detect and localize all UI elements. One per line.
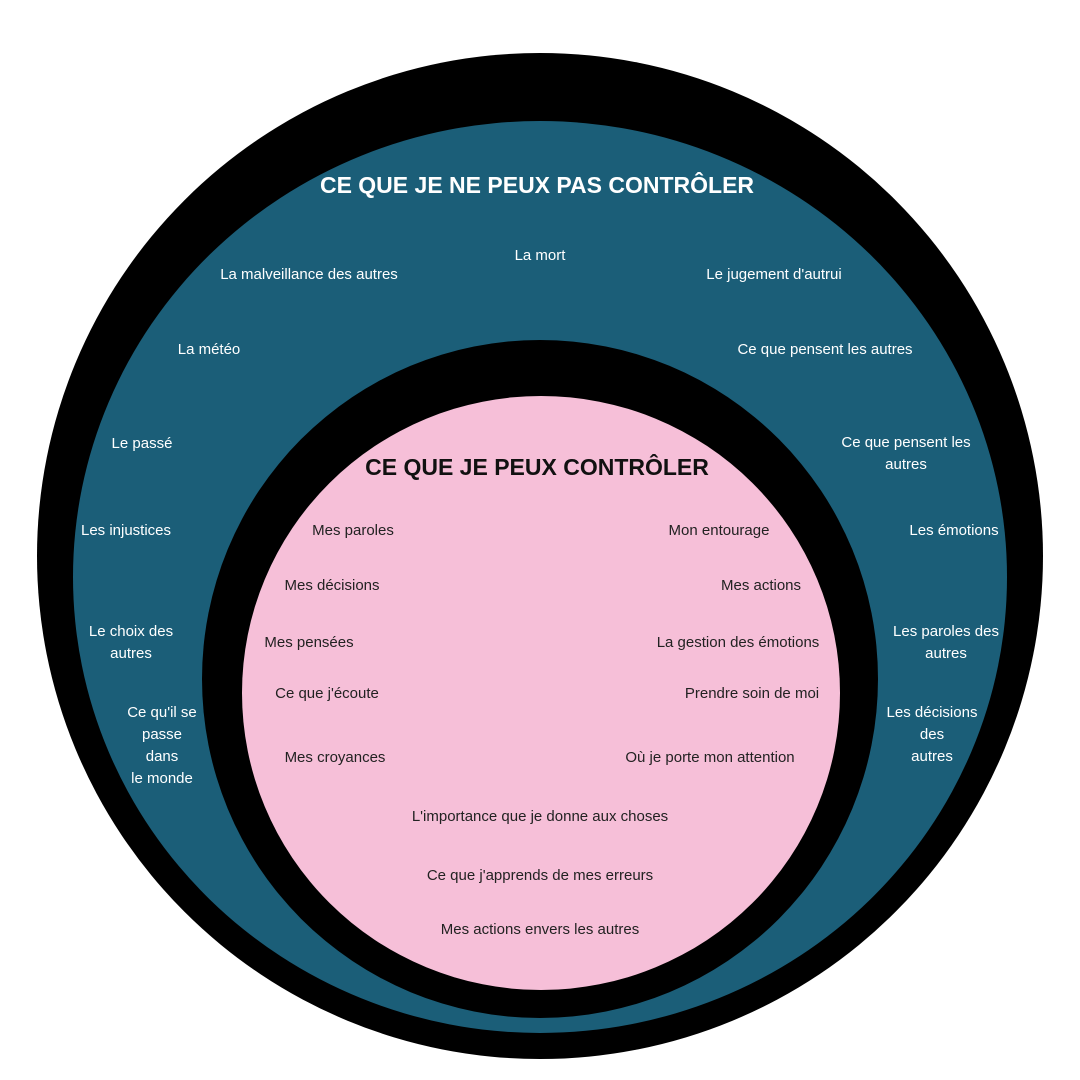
uncontrollable-item: La météo [177,341,241,358]
controllable-item: Mon entourage [668,522,770,539]
uncontrollable-item: Ce qu'il se passe dans le monde [127,704,197,787]
uncontrollable-item: Ce que pensent les autres [737,341,913,358]
uncontrollable-item: Ce que pensent les autres [841,434,971,473]
controllable-item: Prendre soin de moi [684,685,820,702]
uncontrollable-item: Le passé [111,435,173,452]
uncontrollable-item: Le jugement d'autrui [706,266,842,283]
controllable-item: Mes actions [720,577,802,594]
uncontrollable-item: La malveillance des autres [220,266,398,283]
controllable-title: CE QUE JE PEUX CONTRÔLER [365,454,709,480]
controllable-item: L'importance que je donne aux choses [411,808,669,825]
uncontrollable-item: Les injustices [80,522,172,539]
controllable-item: Mes actions envers les autres [440,921,640,938]
controllable-item: Ce que j'apprends de mes erreurs [426,867,654,884]
controllable-item: Mes décisions [284,577,380,594]
uncontrollable-item: Les paroles des autres [893,623,999,662]
controllable-item: Où je porte mon attention [625,749,795,766]
controllable-item: Mes croyances [284,749,386,766]
controllable-item: Mes pensées [264,634,354,651]
controllable-item: Mes paroles [312,522,394,539]
uncontrollable-item: Le choix des autres [88,623,174,662]
controllable-item: Ce que j'écoute [275,685,379,702]
uncontrollable-title: CE QUE JE NE PEUX PAS CONTRÔLER [319,172,755,198]
uncontrollable-item: Les émotions [909,522,999,539]
controllable-zone [242,396,840,990]
controllable-item: La gestion des émotions [656,634,820,651]
uncontrollable-item: Les décisions des autres [886,704,978,765]
uncontrollable-item: La mort [514,247,566,264]
